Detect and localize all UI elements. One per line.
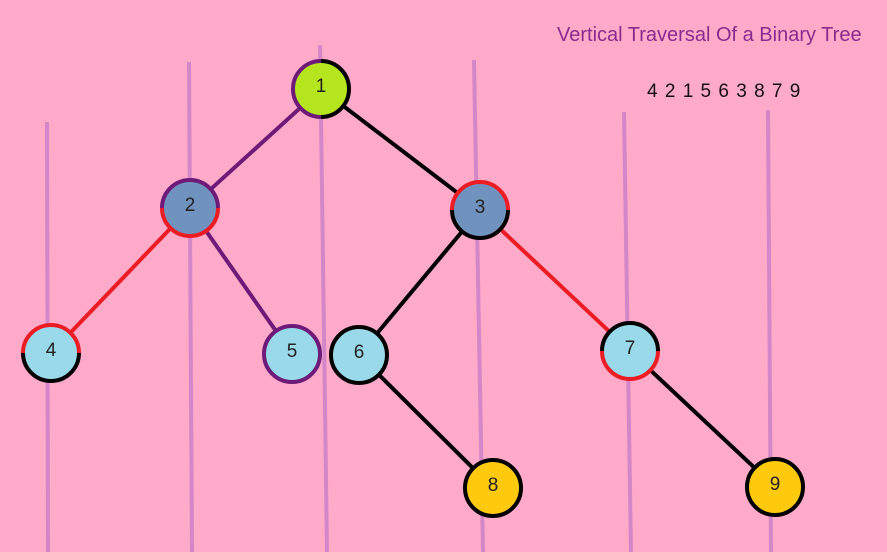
node-outline-8-1 bbox=[463, 458, 523, 518]
tree-node-7: 7 bbox=[600, 321, 660, 381]
edge-2-4 bbox=[68, 226, 173, 335]
node-outline-7-2 bbox=[600, 321, 660, 352]
node-outline-3-2 bbox=[450, 180, 510, 211]
edge-2-5 bbox=[204, 228, 278, 334]
node-outline-9-1 bbox=[745, 457, 805, 517]
tree-node-6: 6 bbox=[329, 325, 389, 385]
node-circle-6 bbox=[331, 327, 387, 383]
edge-1-2 bbox=[208, 105, 303, 192]
node-outline-2-2 bbox=[160, 178, 220, 209]
node-outline-1-1 bbox=[291, 59, 322, 119]
node-label-7: 7 bbox=[625, 338, 636, 359]
tree-nodes: 1 2 3 4 5 6 7 8 9 bbox=[21, 59, 805, 518]
guide-line-3 bbox=[318, 44, 329, 552]
node-circle-8 bbox=[465, 460, 521, 516]
edge-6-8 bbox=[376, 372, 476, 471]
node-label-4: 4 bbox=[46, 340, 57, 361]
node-outline-4-1 bbox=[21, 352, 81, 383]
tree-node-8: 8 bbox=[463, 458, 523, 518]
edge-1-3 bbox=[341, 103, 460, 196]
guide-line-2 bbox=[187, 61, 194, 552]
tree-node-5: 5 bbox=[262, 324, 322, 384]
node-outline-7-1 bbox=[600, 350, 660, 381]
node-circle-5 bbox=[264, 326, 320, 382]
node-label-9: 9 bbox=[770, 474, 781, 495]
edge-7-9 bbox=[648, 368, 757, 470]
node-label-6: 6 bbox=[354, 342, 365, 363]
diagram-title: Vertical Traversal Of a Binary Tree bbox=[557, 24, 862, 46]
node-circle-4 bbox=[23, 325, 79, 381]
node-outline-4-2 bbox=[21, 323, 81, 354]
tree-node-9: 9 bbox=[745, 457, 805, 517]
node-circle-7 bbox=[602, 323, 658, 379]
node-outline-2-1 bbox=[160, 207, 220, 238]
node-label-5: 5 bbox=[287, 341, 298, 362]
node-outline-1-2 bbox=[320, 59, 351, 119]
node-label-3: 3 bbox=[475, 197, 486, 218]
node-circle-2 bbox=[162, 180, 218, 236]
node-outline-5-1 bbox=[262, 324, 322, 384]
node-label-8: 8 bbox=[488, 475, 499, 496]
node-outline-6-1 bbox=[329, 325, 389, 385]
node-label-1: 1 bbox=[316, 76, 327, 97]
node-label-2: 2 bbox=[185, 195, 196, 216]
node-circle-9 bbox=[747, 459, 803, 515]
tree-node-1: 1 bbox=[291, 59, 351, 119]
node-circle-1 bbox=[293, 61, 349, 117]
edge-3-7 bbox=[498, 227, 612, 334]
node-outline-3-1 bbox=[450, 209, 510, 240]
tree-node-3: 3 bbox=[450, 180, 510, 240]
node-circle-3 bbox=[452, 182, 508, 238]
tree-node-4: 4 bbox=[21, 323, 81, 383]
tree-node-2: 2 bbox=[160, 178, 220, 238]
edge-3-6 bbox=[374, 229, 465, 336]
traversal-order: 4 2 1 5 6 3 8 7 9 bbox=[647, 81, 802, 102]
tree-edges bbox=[68, 103, 757, 471]
